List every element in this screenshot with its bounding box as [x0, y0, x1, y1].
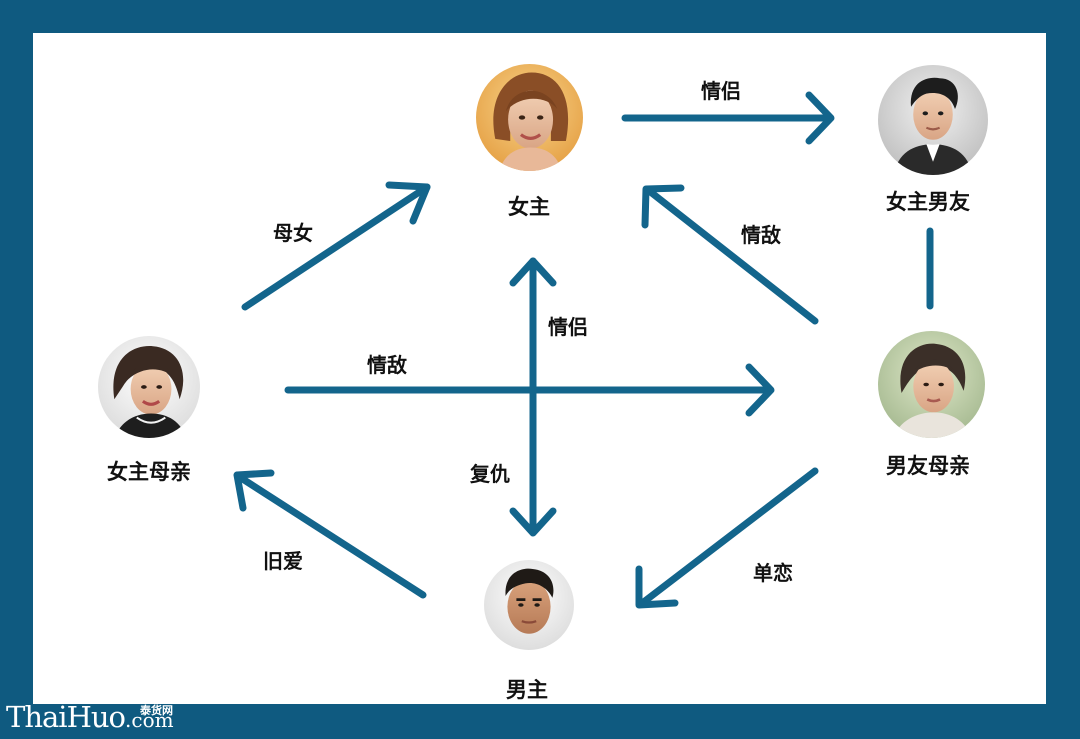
edge-label-rival-middle: 情敌 [367, 353, 407, 377]
arrow-heroine-to-boyfriend [621, 91, 835, 145]
arrow-boyfriend-mother-to-hero [635, 467, 819, 609]
edge-label-lovers-vertical: 情侣 [548, 315, 588, 339]
site-watermark: ThaiHuo.com 泰货网 [6, 700, 174, 734]
portrait-woman-icon [98, 336, 200, 438]
avatar-heroine [476, 64, 583, 171]
edge-label-rival-top: 情敌 [741, 223, 781, 247]
label-hero: 男主 [506, 678, 548, 702]
arrow-mother-to-boyfriend-mother [284, 363, 775, 417]
avatar-hero [484, 560, 574, 650]
label-heroine-mother: 女主母亲 [107, 460, 191, 484]
portrait-woman-icon [476, 64, 583, 171]
label-boyfriend-mother: 男友母亲 [886, 454, 970, 478]
edge-label-revenge: 复仇 [470, 462, 510, 486]
avatar-heroine-boyfriend [878, 65, 988, 175]
edge-label-old-love: 旧爱 [263, 549, 303, 573]
portrait-woman-icon [878, 331, 985, 438]
edge-label-heroine-to-boyfriend: 情侣 [701, 79, 741, 103]
relationship-diagram [233, 91, 934, 609]
watermark-suffix: .com [125, 708, 174, 732]
arrow-mother-to-heroine [241, 181, 431, 311]
arrow-hero-to-mother [233, 469, 427, 599]
watermark-chinese: 泰货网 [140, 704, 173, 717]
watermark-brand: ThaiHuo [6, 700, 126, 734]
avatar-heroine-mother [98, 336, 200, 438]
diagram-panel: 女主 女主男友 女主母亲 [33, 33, 1046, 704]
arrow-boyfriend-mother-to-heroine [641, 184, 819, 325]
edge-label-mother-daughter: 母女 [273, 221, 313, 245]
avatar-boyfriend-mother [878, 331, 985, 438]
arrow-heroine-hero-vertical [509, 257, 557, 537]
edge-label-unrequited: 单恋 [753, 561, 793, 585]
portrait-man-icon [878, 65, 988, 175]
label-heroine-boyfriend: 女主男友 [886, 190, 970, 214]
portrait-man-icon [484, 560, 574, 650]
label-heroine: 女主 [508, 195, 550, 219]
